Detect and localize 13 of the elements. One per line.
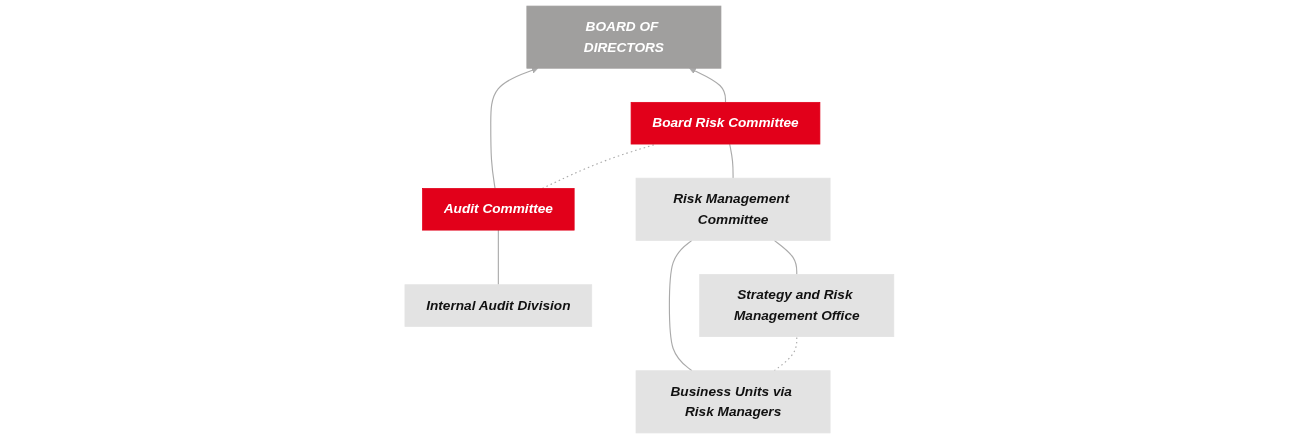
- connector: [497, 229, 499, 286]
- node-box: Board Risk Committee: [630, 102, 820, 145]
- connector: [773, 239, 797, 276]
- node-box: BOARD OF DIRECTORS: [526, 5, 721, 69]
- node-box: Risk Management Committee: [635, 177, 831, 241]
- connector: [728, 143, 734, 179]
- node-box: Business Units via Risk Managers: [635, 370, 831, 434]
- node-box: Internal Audit Division: [404, 284, 592, 327]
- arrow: [489, 67, 538, 189]
- arrow: [688, 67, 726, 103]
- node-box: Audit Committee: [421, 188, 575, 231]
- node-box: Strategy and Risk Management Office: [698, 274, 894, 337]
- connector: [668, 239, 693, 372]
